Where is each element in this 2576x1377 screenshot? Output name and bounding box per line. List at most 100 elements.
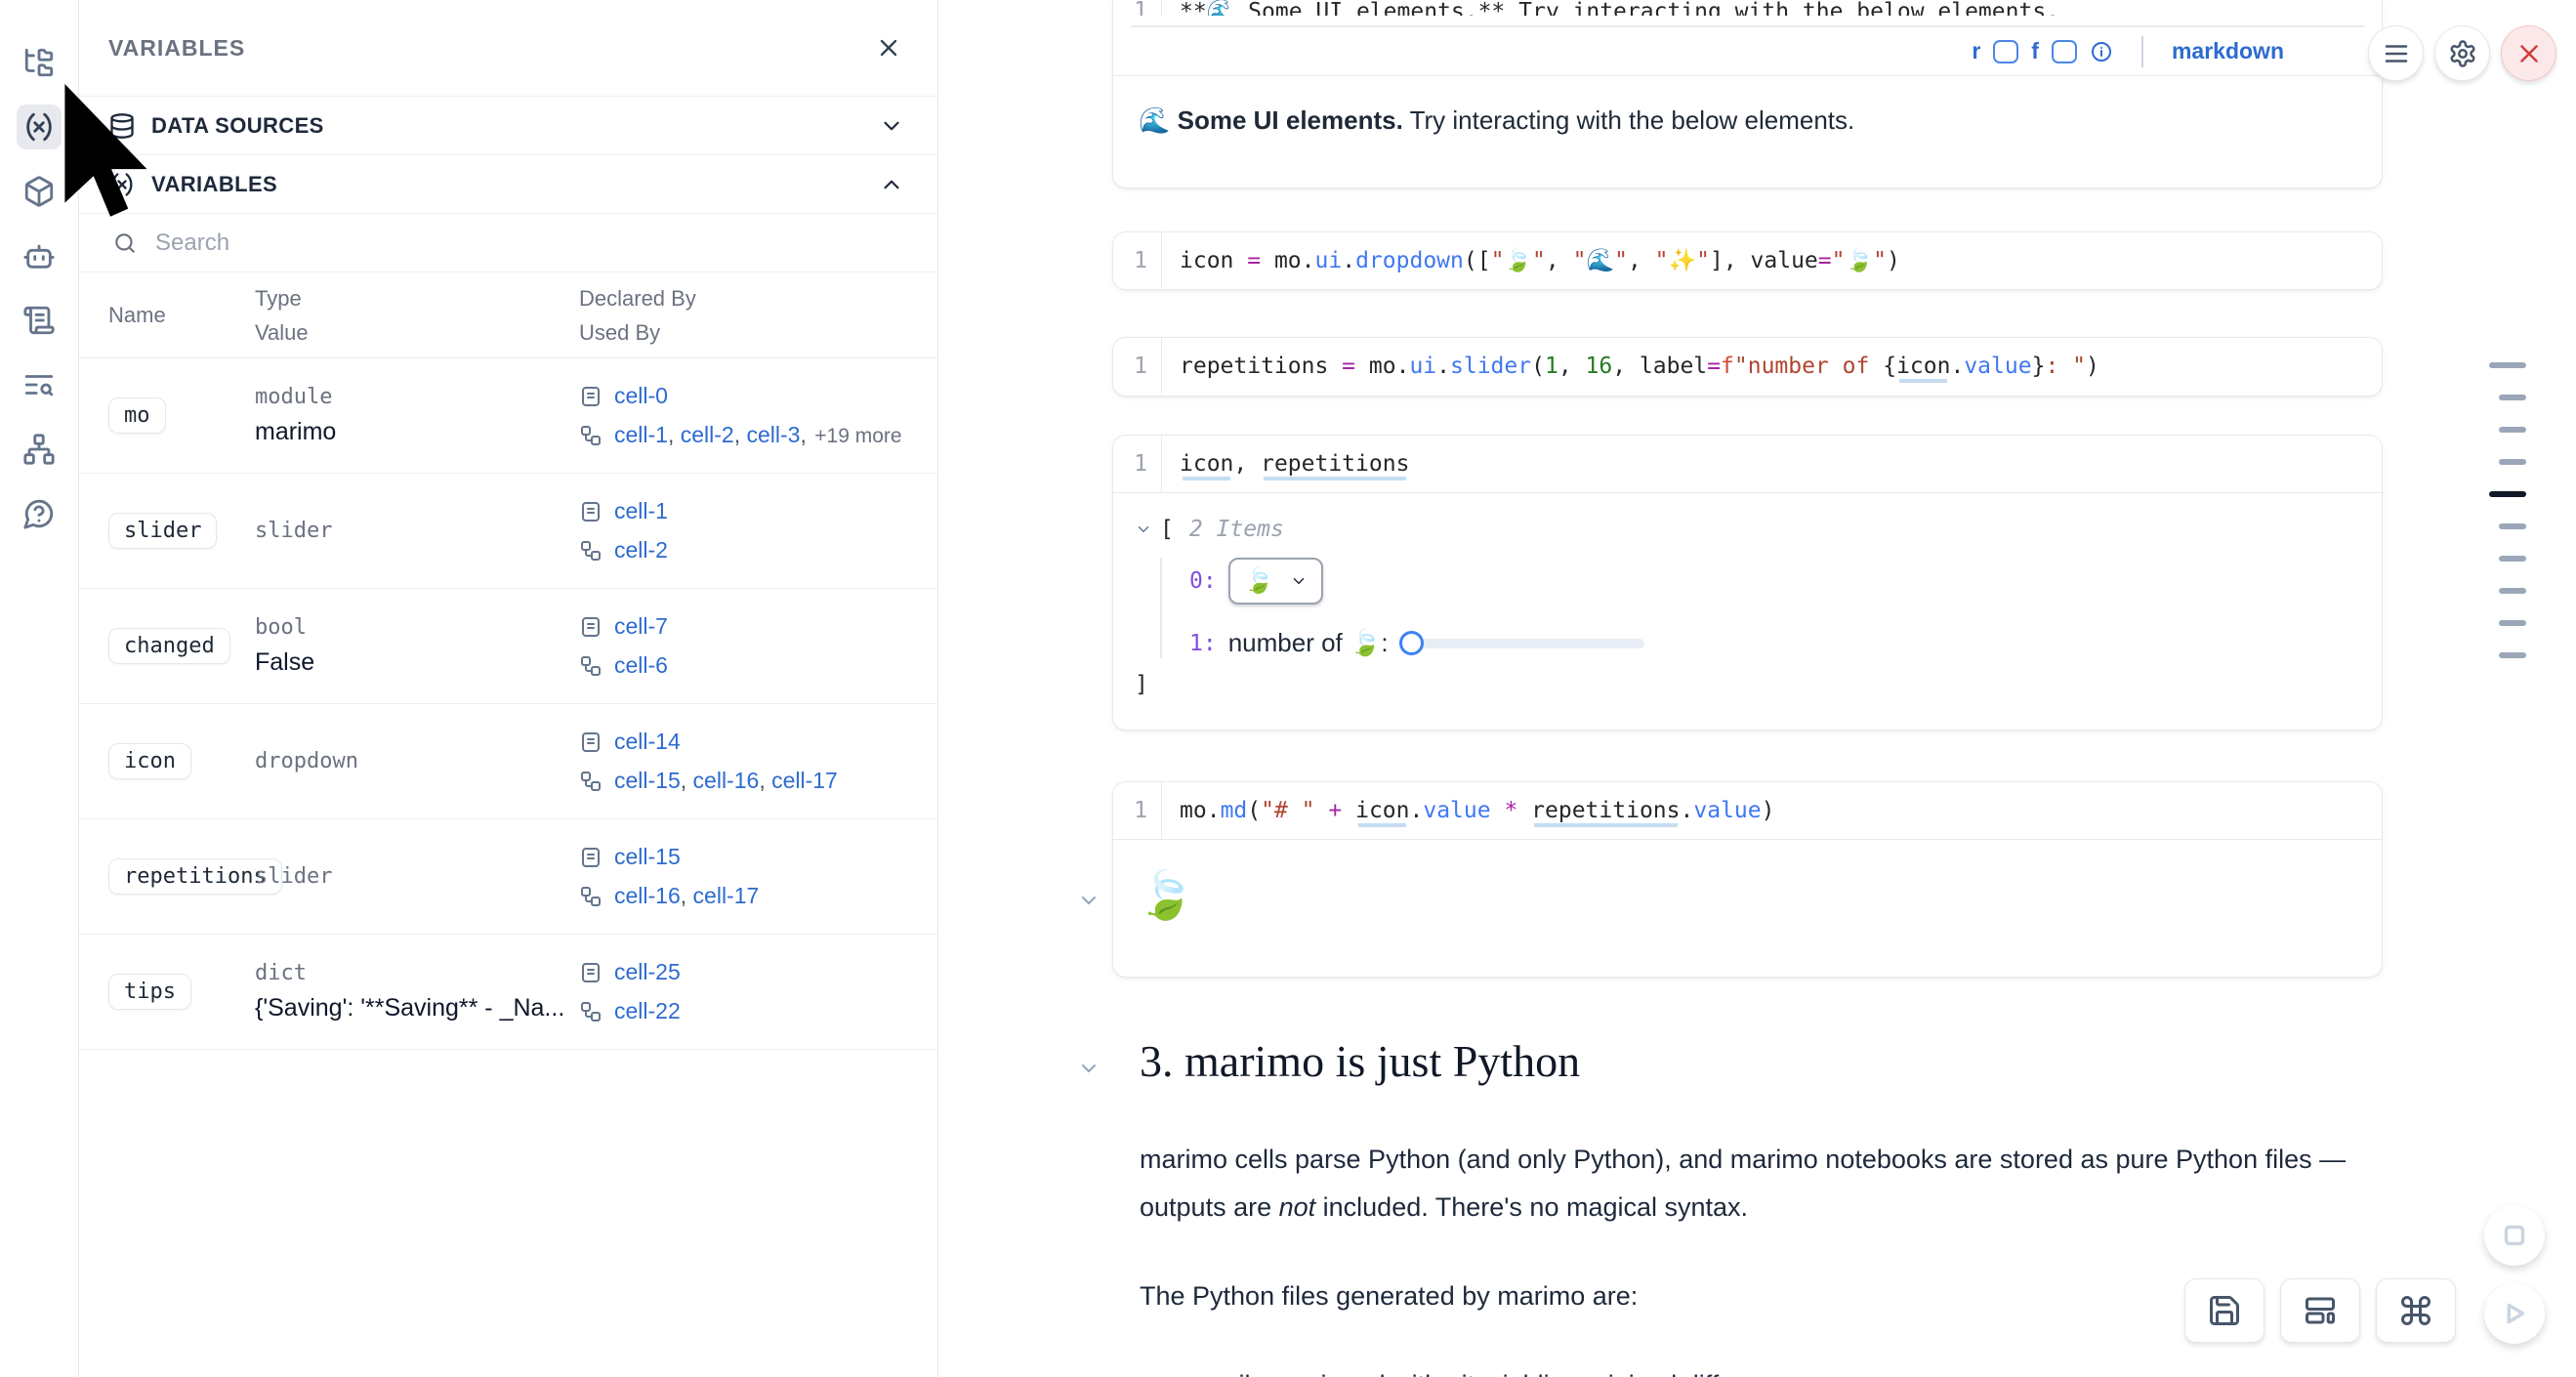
variables-panel-header: VARIABLES: [79, 0, 937, 97]
menu-button[interactable]: [2368, 25, 2424, 81]
declared-by-icon: [582, 847, 600, 867]
code-cell-slider: 1 repetitions = mo.ui.slider(1, 16, labe…: [1112, 337, 2383, 396]
code-editor[interactable]: 1 icon = mo.ui.dropdown(["🍃", "🌊", "✨"],…: [1113, 232, 2382, 288]
variable-icon: [111, 172, 133, 196]
code-editor[interactable]: 1 repetitions = mo.ui.slider(1, 16, labe…: [1113, 338, 2382, 395]
minimap-cell-marker[interactable]: [2499, 556, 2526, 562]
declared-by-icon: [582, 962, 600, 982]
chevron-down-icon: [1293, 578, 1305, 584]
save-button[interactable]: [2184, 1278, 2264, 1343]
language-toggle-markdown[interactable]: markdown: [2171, 38, 2284, 63]
cell-link[interactable]: cell-0: [614, 383, 668, 408]
variable-name-badge[interactable]: icon: [108, 743, 191, 779]
variables-section-label: VARIABLES: [151, 171, 278, 196]
search-input[interactable]: [155, 229, 908, 257]
variable-type: slider: [255, 519, 333, 543]
wave-emoji: 🌊: [1139, 105, 1178, 135]
markdown-cell-ui-elements: 1 **🌊 Some UI elements.** Try interactin…: [1112, 0, 2383, 188]
cell-link[interactable]: cell-15: [614, 768, 681, 793]
file-explorer-icon[interactable]: [17, 40, 62, 85]
variables-search: [79, 214, 937, 272]
data-sources-label: DATA SOURCES: [151, 112, 324, 138]
info-icon[interactable]: [2090, 40, 2113, 63]
icon-dropdown-select[interactable]: 🍃: [1227, 558, 1323, 605]
minimap-cell-marker[interactable]: [2489, 362, 2526, 368]
variable-value: {'Saving': '**Saving** - _Na...: [255, 994, 565, 1022]
cell-link[interactable]: cell-6: [614, 652, 668, 678]
variable-type: module: [255, 385, 333, 409]
divider: [1131, 25, 2364, 27]
cell-link[interactable]: cell-17: [692, 883, 760, 908]
cell-link[interactable]: cell-25: [614, 959, 681, 984]
chevron-down-icon: [879, 113, 904, 139]
cell-link[interactable]: cell-22: [614, 998, 681, 1023]
code-editor[interactable]: 1 icon, repetitions: [1113, 436, 2382, 492]
scratchpad-icon[interactable]: [17, 298, 62, 343]
logs-search-icon[interactable]: [17, 362, 62, 407]
minimap-cell-marker[interactable]: [2499, 620, 2526, 626]
variable-name-badge[interactable]: mo: [108, 397, 166, 434]
database-icon: [110, 112, 134, 139]
declared-by-icon: [582, 501, 600, 522]
cell-link[interactable]: cell-2: [614, 537, 668, 563]
collapse-output-chevron[interactable]: [1077, 889, 1101, 912]
close-panel-icon[interactable]: [875, 34, 902, 62]
cell-link[interactable]: cell-17: [771, 768, 838, 793]
more-cells-link[interactable]: +19 more: [814, 425, 902, 447]
cell-link[interactable]: cell-3: [746, 422, 801, 447]
cell-link[interactable]: cell-15: [614, 844, 681, 869]
declared-by-icon: [582, 616, 600, 637]
stop-button[interactable]: [2484, 1205, 2545, 1266]
h1-output-leaf-emoji: 🍃: [1137, 870, 1195, 922]
minimap-cell-marker[interactable]: [2499, 427, 2526, 433]
variables-section-toggle[interactable]: VARIABLES: [79, 155, 937, 214]
used-by-icon: [581, 771, 601, 791]
used-by-icon: [581, 425, 601, 445]
variable-name-badge[interactable]: changed: [108, 628, 230, 664]
cell-link[interactable]: cell-14: [614, 729, 681, 754]
variables-panel-icon[interactable]: [17, 104, 62, 149]
ai-assistant-icon[interactable]: [17, 233, 62, 278]
cell-output-tree: [ 2 Items 0: 🍃 1: number of 🍃:: [1113, 493, 2382, 697]
cell-link[interactable]: cell-1: [614, 498, 668, 523]
keyboard-shortcuts-button[interactable]: [2376, 1278, 2456, 1343]
minimap-cell-marker[interactable]: [2499, 523, 2526, 529]
collapse-section-chevron[interactable]: [1077, 1057, 1101, 1080]
help-icon[interactable]: [17, 491, 62, 536]
stop-icon: [2504, 1225, 2525, 1246]
format-checkbox[interactable]: [2051, 39, 2077, 63]
paragraph: marimo cells parse Python (and only Pyth…: [1140, 1145, 2347, 1222]
cell-link[interactable]: cell-16: [692, 768, 760, 793]
chevron-down-icon[interactable]: [1135, 521, 1152, 538]
run-button[interactable]: [2484, 1283, 2545, 1344]
code-editor[interactable]: 1 mo.md("# " + icon.value * repetitions.…: [1113, 782, 2382, 839]
minimap-cell-marker[interactable]: [2489, 491, 2526, 497]
cell-link[interactable]: cell-2: [680, 422, 734, 447]
cell-link[interactable]: cell-16: [614, 883, 681, 908]
cell-link[interactable]: cell-1: [614, 422, 668, 447]
cell-link[interactable]: cell-7: [614, 613, 668, 639]
used-by-icon: [581, 886, 601, 906]
minimap-cell-marker[interactable]: [2499, 459, 2526, 465]
col-header-used-by: Used By: [579, 319, 661, 345]
variable-name-badge[interactable]: slider: [108, 513, 218, 549]
layout-button[interactable]: [2280, 1278, 2360, 1343]
packages-icon[interactable]: [17, 169, 62, 214]
top-right-actions: [2368, 25, 2556, 81]
minimap-cell-marker[interactable]: [2499, 652, 2526, 658]
code-editor[interactable]: 1 **🌊 Some UI elements.** Try interactin…: [1113, 0, 2382, 16]
minimap-cell-marker[interactable]: [2499, 588, 2526, 594]
settings-button[interactable]: [2434, 25, 2490, 81]
data-sources-section-toggle[interactable]: DATA SOURCES: [79, 97, 937, 155]
reactive-checkbox[interactable]: [1993, 39, 2019, 63]
slider-knob[interactable]: [1398, 630, 1424, 655]
variable-name-badge[interactable]: tips: [108, 974, 191, 1010]
paragraph: The Python files generated by marimo are…: [1140, 1281, 1639, 1311]
minimap-cell-marker[interactable]: [2499, 395, 2526, 400]
dependency-graph-icon[interactable]: [17, 427, 62, 472]
shutdown-button[interactable]: [2501, 25, 2556, 81]
variable-name-badge[interactable]: repetitions: [108, 858, 282, 895]
repetitions-slider[interactable]: [1398, 630, 1644, 655]
